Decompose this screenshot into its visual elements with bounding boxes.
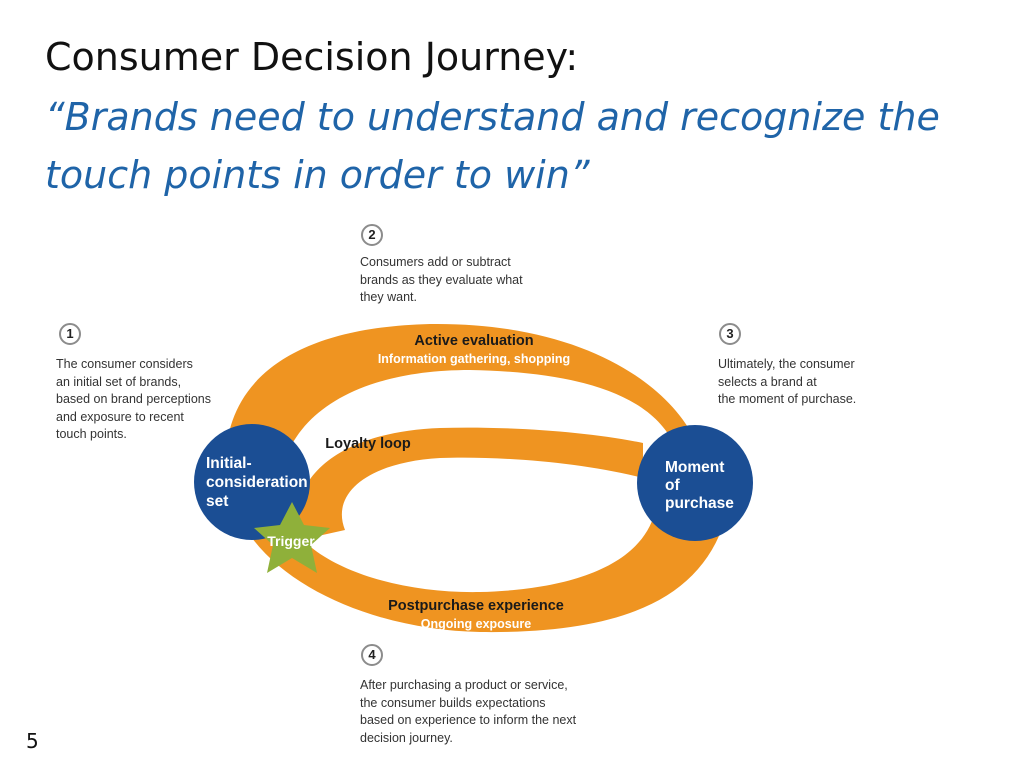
step-4-line: the consumer builds expectations (360, 695, 546, 710)
step-1-line: and exposure to recent (56, 409, 184, 424)
step-3-line: selects a brand at (718, 374, 817, 389)
step-1-line: an initial set of brands, (56, 374, 182, 389)
trigger-star-icon (254, 502, 330, 573)
step-3-number: 3 (719, 323, 741, 345)
step-4-text: After purchasing a product or service, t… (360, 677, 576, 747)
active-evaluation-subtitle: Information gathering, shopping (378, 352, 570, 366)
initial-consideration-node (194, 424, 310, 540)
step-1-line: based on brand perceptions (56, 392, 211, 406)
step-2-number: 2 (361, 224, 383, 246)
step-2-text: Consumers add or subtract brands as they… (360, 254, 523, 307)
trigger-label: Trigger (267, 533, 315, 549)
step-4-number: 4 (361, 644, 383, 666)
step-1-text: The consumer considers an initial set of… (56, 356, 211, 444)
step-2-line: they want. (360, 290, 417, 304)
postpurchase-subtitle: Ongoing exposure (421, 617, 531, 631)
step-3-line: Ultimately, the consumer (718, 357, 855, 371)
initial-consideration-line-2: consideration (206, 474, 308, 491)
initial-consideration-line-1: Initial- (206, 455, 252, 472)
step-1-line: touch points. (56, 427, 127, 441)
postpurchase-title: Postpurchase experience (388, 598, 564, 614)
initial-consideration-label: Initial- consideration set (206, 455, 312, 510)
step-4-line: decision journey. (360, 730, 453, 745)
moment-line-1: Moment (665, 459, 724, 476)
step-3-text: Ultimately, the consumer selects a brand… (718, 356, 856, 409)
step-4-line: based on experience to inform the next (360, 713, 577, 727)
step-4-line: After purchasing a product or service, (360, 678, 568, 692)
slide-title: Consumer Decision Journey: (45, 35, 579, 79)
journey-loyalty-loop (296, 427, 643, 540)
step-3-line: the moment of purchase. (718, 392, 857, 406)
step-2-line: Consumers add or subtract (360, 255, 511, 269)
moment-of-purchase-label: Moment of purchase (665, 459, 734, 512)
slide-quote: “Brands need to understand and recognize… (45, 95, 940, 197)
moment-line-2: of (665, 477, 680, 494)
step-1-number: 1 (59, 323, 81, 345)
moment-line-3: purchase (665, 495, 734, 512)
loyalty-loop-label: Loyalty loop (325, 436, 411, 452)
step-1-line: The consumer considers (56, 357, 193, 371)
initial-consideration-line-3: set (206, 493, 228, 510)
step-2-line: brands as they evaluate what (360, 272, 523, 287)
page-number: 5 (26, 729, 39, 753)
active-evaluation-title: Active evaluation (414, 333, 533, 349)
moment-of-purchase-node (637, 425, 753, 541)
